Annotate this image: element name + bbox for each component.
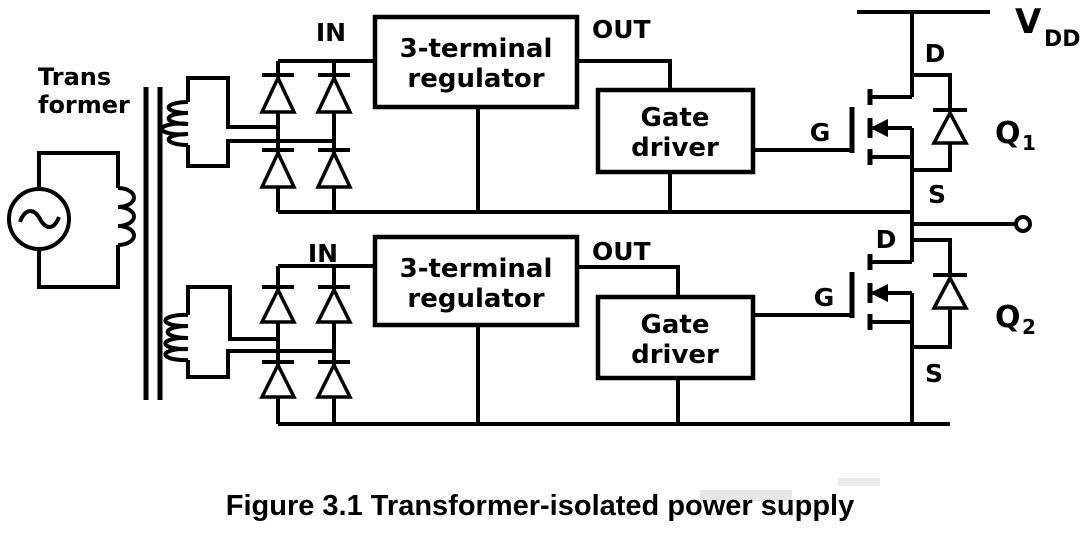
vdd-subscript: DD [1044,27,1080,52]
drain-label-1: D [925,39,946,68]
drain-label-2: D [876,225,897,254]
q1-body-diode-upper-lead [912,73,952,110]
regulator-1-label-line2: regulator [407,64,544,94]
gate-driver-box-1 [595,87,756,175]
diode-triangle [315,148,353,189]
q1-name: Q [995,116,1021,151]
secondary-2-upper-lead [186,285,278,341]
q1-body-diode-triangle [931,109,969,145]
vdd-label: V [1015,2,1042,42]
output-terminal [910,157,1032,262]
watermark-remnant [700,490,792,501]
diode-icon [259,285,297,324]
in-label-2: IN [308,239,338,268]
mosfet-q2 [849,238,969,424]
regulator-1-label-line1: 3-terminal [400,34,553,64]
diode-triangle [259,286,297,324]
regulator-2-label-line1: 3-terminal [400,254,553,284]
primary-top-wire [37,151,120,189]
source-label-1: S [928,180,946,209]
q1-body-diode-lower-lead [912,143,952,172]
diode-icon [315,285,353,324]
secondary-winding-2 [163,312,189,363]
diode-triangle [259,361,297,399]
bridge-rectifier-1 [259,59,912,214]
gate-driver-1-label-line1: Gate [641,103,710,133]
gate-driver-2-label-line1: Gate [641,310,710,340]
diode-icon [315,148,353,189]
q2-body-diode-upper-lead [912,238,952,275]
sine-wave-icon [18,209,61,229]
gate-label-1: G [810,118,831,147]
gate-driver-1-label-line2: driver [631,133,719,163]
q2-name: Q [995,300,1021,335]
regulator-2-label-line2: regulator [407,284,544,314]
vdd-rail: V DD [857,2,1080,52]
diode-icon [259,360,297,399]
diode-triangle [259,148,297,189]
diode-triangle [315,286,353,324]
diode-icon [315,73,353,114]
gate-driver-2-label-line2: driver [631,340,719,370]
source-label-2: S [925,359,943,388]
diode-icon [315,360,353,399]
q2-arrow-icon [870,284,888,302]
transformer-label-line2: former [38,91,130,119]
out-label-2: OUT [592,237,651,266]
regulator-2-out-wire [577,265,680,297]
ac-source-loop [7,151,136,289]
channel-2: IN 3-terminal regulator OUT Gate driver … [163,225,1036,426]
q1-arrow-icon [870,119,888,137]
q2-body-diode-lower-lead [912,308,952,349]
q2-body-diode-triangle [931,274,969,310]
diode-icon [259,73,297,114]
primary-winding [117,186,136,247]
diode-triangle [315,73,353,114]
primary-bottom-wire [37,245,120,289]
watermark-remnant [838,478,880,486]
gate-label-2: G [814,283,835,312]
out-label-1: OUT [592,15,651,44]
gate-driver-box-2 [595,294,756,381]
secondary-1-upper-lead [186,76,278,129]
regulator-1-out-wire [577,59,672,90]
channel-1: IN 3-terminal regulator OUT Gate driver … [159,12,1036,214]
q1-subscript: 1 [1022,131,1036,155]
secondary-1-lower-lead [186,139,334,168]
diode-triangle [259,73,297,114]
mosfet-q1 [849,12,969,172]
q2-subscript: 2 [1022,315,1036,339]
figure-caption: Figure 3.1 Transformer-isolated power su… [226,490,854,522]
output-terminal-icon [1014,215,1032,233]
transformer-label-line1: Trans [38,63,111,91]
transformer-core [143,87,163,400]
bridge-rectifier-2 [259,264,950,426]
secondary-2-lower-lead [186,349,334,379]
in-label-1: IN [316,18,346,47]
regulator-box-2 [372,234,580,328]
diode-icon [259,148,297,189]
diode-triangle [315,361,353,399]
secondary-winding-1 [159,100,189,147]
